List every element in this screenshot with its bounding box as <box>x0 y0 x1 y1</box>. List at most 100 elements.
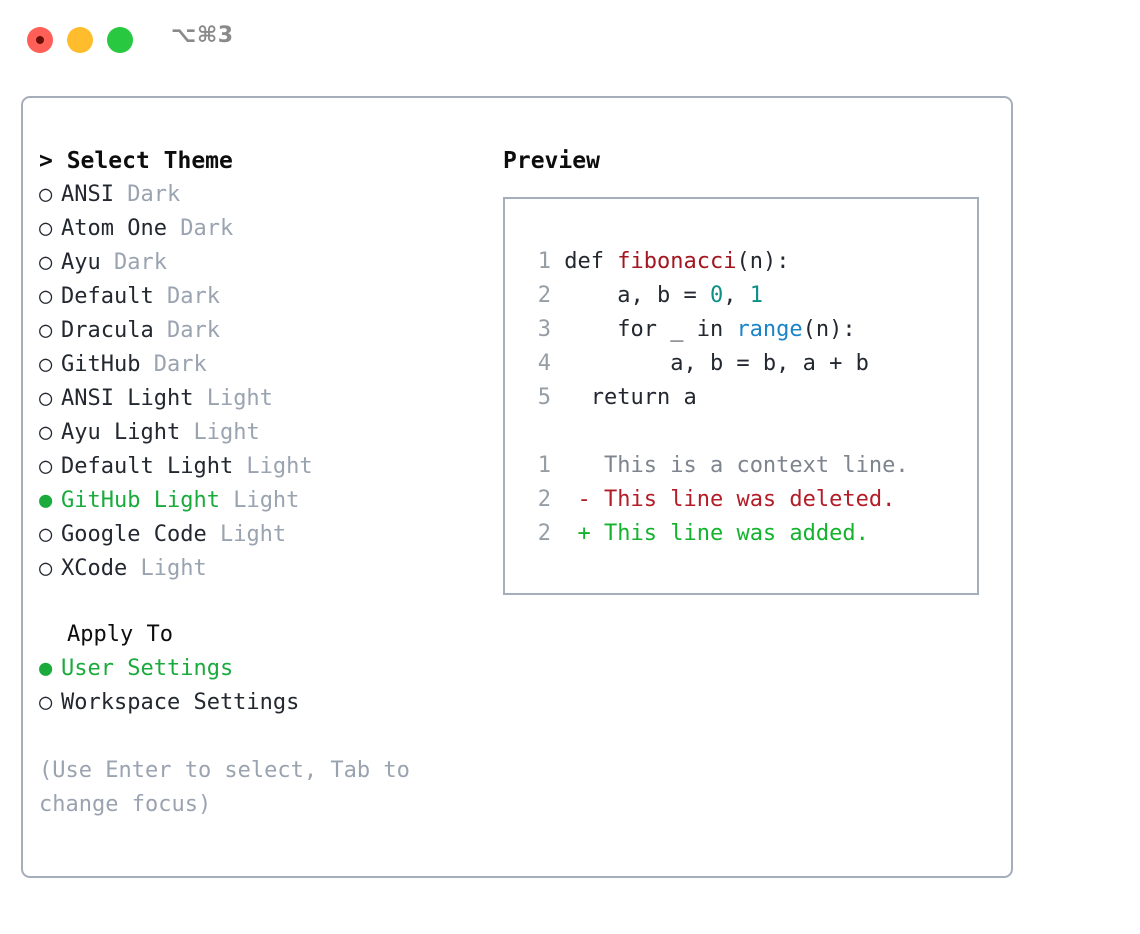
diff-line-number: 2 <box>537 521 551 546</box>
radio-unselected-icon: ○ <box>39 284 66 309</box>
prompt-marker-icon: > <box>39 148 67 174</box>
code-diff-spacer <box>505 415 977 449</box>
diff-line-text: This is a context line. <box>590 453 909 478</box>
diff-line-number: 1 <box>537 453 551 478</box>
radio-unselected-icon: ○ <box>39 318 66 343</box>
keyboard-shortcut-label: ⌥⌘3 <box>171 23 234 48</box>
code-token: (n): <box>736 249 790 274</box>
theme-option-kind-badge: Light <box>206 522 287 547</box>
code-token: fibonacci <box>617 249 737 274</box>
radio-unselected-icon: ○ <box>39 454 66 479</box>
apply-to-option-workspace-settings[interactable]: ○ Workspace Settings <box>39 686 479 720</box>
help-text: (Use Enter to select, Tab to change focu… <box>39 758 424 817</box>
radio-unselected-icon: ○ <box>39 182 66 207</box>
select-theme-header: > Select Theme <box>39 144 479 178</box>
theme-option-kind-badge: Dark <box>140 352 207 377</box>
theme-option-kind-badge: Dark <box>153 318 220 343</box>
code-line: 1 def fibonacci(n): <box>505 245 977 279</box>
code-token: range <box>736 317 803 342</box>
theme-option-label: Default Light <box>61 454 234 479</box>
title-bar: ⌥⌘3 <box>0 0 1140 78</box>
preview-column: Preview 1 def fibonacci(n):2 a, b = 0, 1… <box>503 144 983 595</box>
theme-option-ayu-light[interactable]: ○ Ayu Light Light <box>39 416 479 450</box>
diff-line-ctx: 1 This is a context line. <box>505 449 977 483</box>
theme-option-label: XCode <box>61 556 128 581</box>
theme-option-google-code[interactable]: ○ Google Code Light <box>39 518 479 552</box>
select-theme-title: Select Theme <box>66 148 233 174</box>
radio-unselected-icon: ○ <box>39 250 66 275</box>
code-line-number: 5 <box>537 385 551 410</box>
theme-option-label: Dracula <box>61 318 154 343</box>
theme-option-kind-badge: Light <box>127 556 207 581</box>
main-panel: > Select Theme ○ ANSI Dark○ Atom One Dar… <box>21 96 1013 878</box>
diff-line-add: 2 + This line was added. <box>505 517 977 551</box>
code-token: a, b = <box>551 283 710 308</box>
theme-option-label: Atom One <box>61 216 167 241</box>
theme-option-label: GitHub Light <box>61 488 220 513</box>
theme-option-default[interactable]: ○ Default Dark <box>39 280 479 314</box>
code-token: (n): <box>802 317 856 342</box>
diff-line-number: 2 <box>537 487 551 512</box>
radio-unselected-icon: ○ <box>39 352 66 377</box>
code-token: return a <box>551 385 697 410</box>
theme-option-ayu[interactable]: ○ Ayu Dark <box>39 246 479 280</box>
theme-option-github[interactable]: ○ GitHub Dark <box>39 348 479 382</box>
diff-line-del: 2 - This line was deleted. <box>505 483 977 517</box>
preview-title: Preview <box>503 148 600 174</box>
theme-option-kind-badge: Dark <box>113 182 181 207</box>
code-line-number: 4 <box>537 351 551 376</box>
theme-option-kind-badge: Dark <box>166 216 234 241</box>
radio-unselected-icon: ○ <box>39 522 66 547</box>
code-token: def <box>551 249 618 274</box>
theme-option-default-light[interactable]: ○ Default Light Light <box>39 450 479 484</box>
code-line: 3 for _ in range(n): <box>505 313 977 347</box>
theme-option-ansi-light[interactable]: ○ ANSI Light Light <box>39 382 479 416</box>
diff-marker-icon: + <box>551 521 591 546</box>
code-line: 4 a, b = b, a + b <box>505 347 977 381</box>
code-line-number: 1 <box>537 249 551 274</box>
theme-option-atom-one[interactable]: ○ Atom One Dark <box>39 212 479 246</box>
theme-option-kind-badge: Light <box>193 386 273 411</box>
theme-option-label: Ayu <box>61 250 101 275</box>
theme-option-label: ANSI <box>61 182 114 207</box>
theme-list: ○ ANSI Dark○ Atom One Dark○ Ayu Dark○ De… <box>39 178 479 586</box>
radio-unselected-icon: ○ <box>39 690 66 715</box>
theme-option-label: Google Code <box>61 522 207 547</box>
theme-option-dracula[interactable]: ○ Dracula Dark <box>39 314 479 348</box>
code-line: 2 a, b = 0, 1 <box>505 279 977 313</box>
minimize-button[interactable] <box>67 27 93 53</box>
theme-option-github-light[interactable]: ● GitHub Light Light <box>39 484 479 518</box>
theme-option-xcode[interactable]: ○ XCode Light <box>39 552 479 586</box>
theme-option-ansi[interactable]: ○ ANSI Dark <box>39 178 479 212</box>
theme-option-kind-badge: Dark <box>153 284 220 309</box>
theme-option-label: GitHub <box>61 352 141 377</box>
theme-option-kind-badge: Dark <box>100 250 167 275</box>
theme-option-label: ANSI Light <box>61 386 194 411</box>
radio-unselected-icon: ○ <box>39 556 66 581</box>
radio-unselected-icon: ○ <box>39 216 66 241</box>
theme-option-kind-badge: Light <box>233 454 313 479</box>
theme-option-kind-badge: Light <box>180 420 260 445</box>
apply-to-option-user-settings[interactable]: ● User Settings <box>39 652 479 686</box>
radio-selected-icon: ● <box>39 656 66 681</box>
diff-marker-icon <box>551 453 591 478</box>
code-line: 5 return a <box>505 381 977 415</box>
theme-option-label: Default <box>61 284 154 309</box>
code-line-number: 3 <box>537 317 551 342</box>
close-icon <box>36 36 44 44</box>
code-token: 0 <box>709 283 724 308</box>
code-token: 1 <box>749 283 763 308</box>
apply-to-list: ● User Settings○ Workspace Settings <box>39 652 479 720</box>
apply-to-header: Apply To <box>67 622 173 647</box>
radio-unselected-icon: ○ <box>39 386 66 411</box>
diff-marker-icon: - <box>551 487 591 512</box>
apply-to-option-label: User Settings <box>61 656 234 681</box>
maximize-button[interactable] <box>107 27 133 53</box>
code-line-number: 2 <box>537 283 551 308</box>
theme-option-label: Ayu Light <box>61 420 181 445</box>
code-token: , <box>723 283 750 308</box>
diff-sample: 1 This is a context line.2 - This line w… <box>505 449 977 551</box>
code-token: a, b = b, a + b <box>551 351 869 376</box>
